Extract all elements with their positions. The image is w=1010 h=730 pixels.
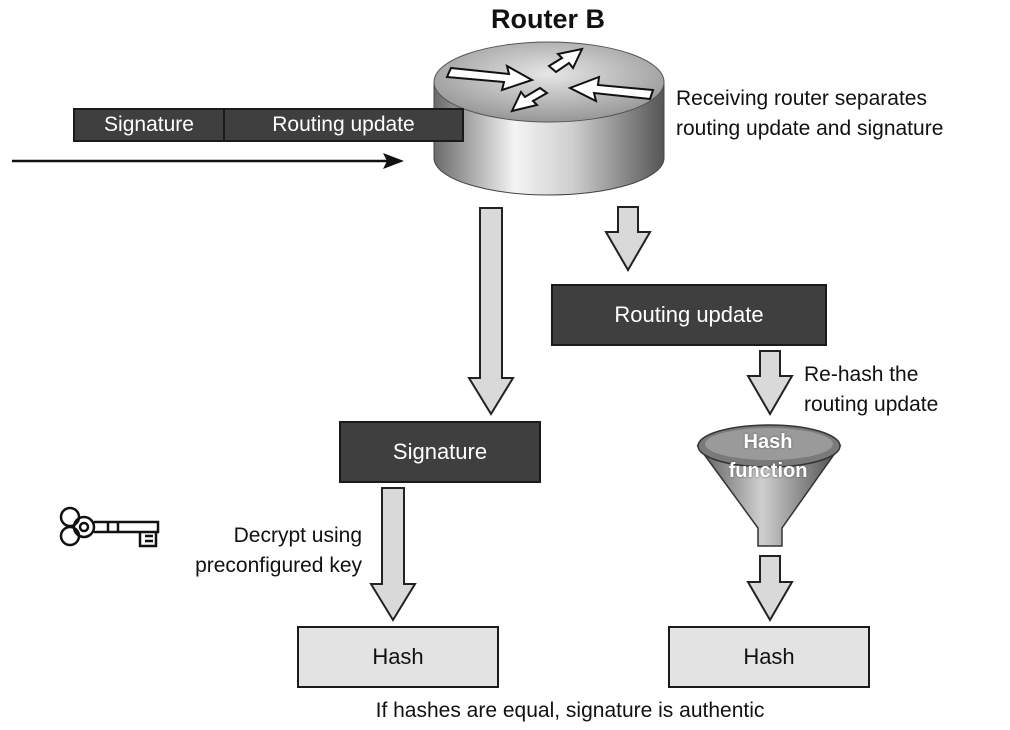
rehash-note: Re-hash the routing update <box>804 360 938 420</box>
hash-function-line2: function <box>728 460 808 482</box>
down-arrow-icon <box>746 350 794 416</box>
routing-update-box: Routing update <box>551 284 827 346</box>
down-arrow-icon <box>369 487 417 622</box>
router-icon <box>433 41 665 196</box>
hash-function-line1: Hash <box>743 431 793 453</box>
conclusion-note: If hashes are equal, signature is authen… <box>375 699 765 722</box>
key-icon <box>59 506 160 548</box>
hash-function-label: Hash function <box>706 428 830 486</box>
rehash-note-line2: routing update <box>804 393 939 416</box>
down-arrow-icon <box>467 207 515 416</box>
router-title: Router B <box>491 4 605 34</box>
receiving-note: Receiving router separates routing updat… <box>676 84 943 144</box>
hash-box-left: Hash <box>297 626 499 688</box>
funnel-icon <box>696 424 842 547</box>
right-arrow-icon <box>12 153 404 169</box>
hash-box-right: Hash <box>668 626 870 688</box>
decrypt-note-line1: Decrypt using <box>233 524 362 547</box>
packet-routing-update-segment: Routing update <box>272 113 415 136</box>
incoming-packet: Signature Routing update <box>73 108 464 142</box>
receiving-note-line2: routing update and signature <box>676 117 944 140</box>
receiving-note-line1: Receiving router separates <box>676 87 927 110</box>
down-arrow-icon <box>604 206 652 272</box>
decrypt-note: Decrypt using preconfigured key <box>150 521 362 581</box>
decrypt-note-line2: preconfigured key <box>195 554 362 577</box>
rehash-note-line1: Re-hash the <box>804 363 919 386</box>
packet-signature-segment: Signature <box>75 110 225 140</box>
signature-box: Signature <box>339 421 541 483</box>
down-arrow-icon <box>746 555 794 622</box>
